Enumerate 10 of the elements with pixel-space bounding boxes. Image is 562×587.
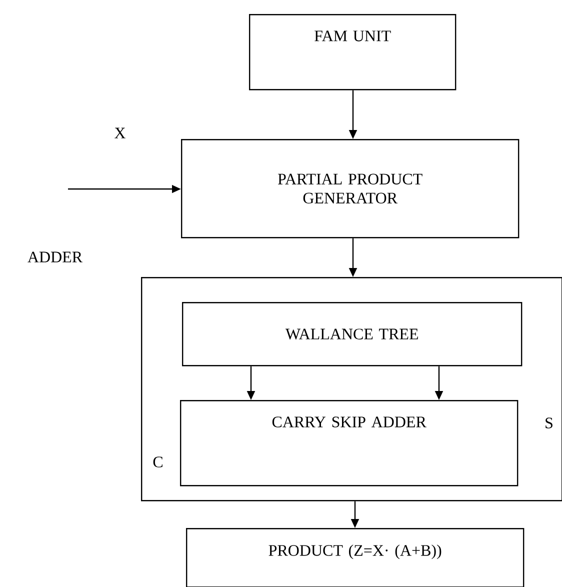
signal-label: ADDER [28,252,83,262]
block-box: PARTIAL PRODUCT GENERATOR [181,139,520,238]
block-box: FAM UNIT [249,14,456,90]
signal-label: X [114,128,126,138]
block-box: WALLANCE TREE [182,302,522,366]
signal-label: S [546,418,552,428]
block-box: PRODUCT (Z=X· (A+B)) [186,528,524,587]
signal-label: C [153,456,162,468]
group-box [141,277,562,502]
block-box: CARRY SKIP ADDER [180,400,518,486]
